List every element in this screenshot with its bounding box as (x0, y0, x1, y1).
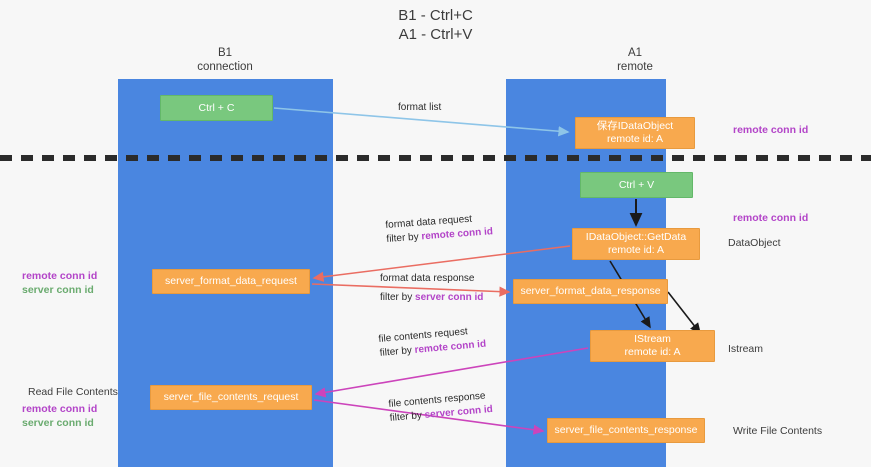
edge-label-format-data-response-filter: filter by server conn id (380, 291, 483, 305)
edge-label-format-list: format list (398, 101, 441, 115)
edge-label-format-data-request: format data request filter by remote con… (385, 211, 493, 247)
node-server-format-data-response[interactable]: server_format_data_response (513, 279, 668, 304)
node-server-file-contents-request-label: server_file_contents_request (163, 391, 299, 403)
annotation-read-file-contents: Read File Contents (28, 386, 118, 398)
edge-label-file-contents-response: file contents response filter by server … (388, 389, 493, 426)
node-server-format-data-response-label: server_format_data_response (520, 285, 661, 297)
annotation-left-conn-ids-bottom: remote conn id server conn id (22, 402, 97, 430)
swimlane-header-a1: A1 remote (560, 46, 710, 74)
node-getdata-title: IDataObject::GetData (585, 231, 687, 243)
swimlane-a1-sub: remote (617, 61, 653, 73)
node-server-file-contents-request[interactable]: server_file_contents_request (150, 385, 312, 410)
page-title: B1 - Ctrl+C A1 - Ctrl+V (0, 6, 871, 44)
node-istream[interactable]: IStream remote id: A (590, 330, 715, 362)
node-istream-remote-id: remote id: A (624, 346, 681, 358)
title-line-1: B1 - Ctrl+C (398, 7, 473, 24)
node-idataobject[interactable]: 保存IDataObject remote id: A (575, 117, 695, 149)
connector-response-istream (667, 291, 701, 335)
annotation-dataobject: DataObject (728, 237, 781, 249)
node-ctrl-v-label: Ctrl + V (618, 178, 655, 191)
node-idataobject-getdata[interactable]: IDataObject::GetData remote id: A (572, 228, 700, 260)
node-idataobject-title: 保存IDataObject (596, 120, 674, 132)
node-idataobject-remote-id: remote id: A (606, 133, 664, 145)
node-ctrl-c[interactable]: Ctrl + C (160, 95, 273, 121)
edge-label-file-contents-request: file contents request filter by remote c… (378, 324, 487, 361)
edge-label-format-data-response-text: format data response (380, 273, 475, 284)
swimlane-header-b1: B1 connection (150, 46, 300, 74)
annotation-left-remote-conn-id-mid: remote conn id (22, 270, 98, 282)
filter-prefix: filter by (389, 409, 426, 424)
node-istream-title: IStream (634, 333, 671, 345)
annotation-left-remote-conn-id-bottom: remote conn id (22, 403, 98, 415)
title-line-2: A1 - Ctrl+V (398, 26, 473, 43)
swimlane-b1-name: B1 (217, 47, 233, 59)
filter-key-remote-conn-id: remote conn id (421, 226, 494, 243)
node-getdata-remote-id: remote id: A (607, 244, 665, 256)
annotation-write-file-contents: Write File Contents (733, 425, 823, 437)
swimlane-a1-name: A1 (627, 47, 643, 59)
edge-label-format-data-response: format data response filter by server co… (380, 272, 483, 305)
annotation-left-server-conn-id-mid: server conn id (22, 284, 94, 296)
swimlane-b1-sub: connection (197, 61, 253, 73)
annotation-left-server-conn-id-bottom: server conn id (22, 417, 94, 429)
filter-prefix: filter by (379, 344, 416, 359)
node-ctrl-c-label: Ctrl + C (198, 101, 235, 114)
node-server-format-data-request[interactable]: server_format_data_request (152, 269, 310, 294)
edge-label-format-list-text: format list (398, 102, 442, 113)
node-ctrl-v[interactable]: Ctrl + V (580, 172, 693, 198)
node-server-file-contents-response[interactable]: server_file_contents_response (547, 418, 705, 443)
annotation-istream: Istream (728, 343, 764, 355)
filter-prefix: filter by (386, 231, 422, 245)
annotation-remote-conn-id-mid: remote conn id (733, 212, 809, 224)
annotation-remote-conn-id-top: remote conn id (733, 124, 809, 136)
annotation-left-conn-ids-mid: remote conn id server conn id (22, 269, 97, 297)
filter-key-server-conn-id: server conn id (415, 292, 484, 303)
node-server-file-contents-response-label: server_file_contents_response (554, 424, 698, 436)
node-server-format-data-request-label: server_format_data_request (165, 275, 297, 287)
filter-prefix: filter by (380, 292, 416, 303)
